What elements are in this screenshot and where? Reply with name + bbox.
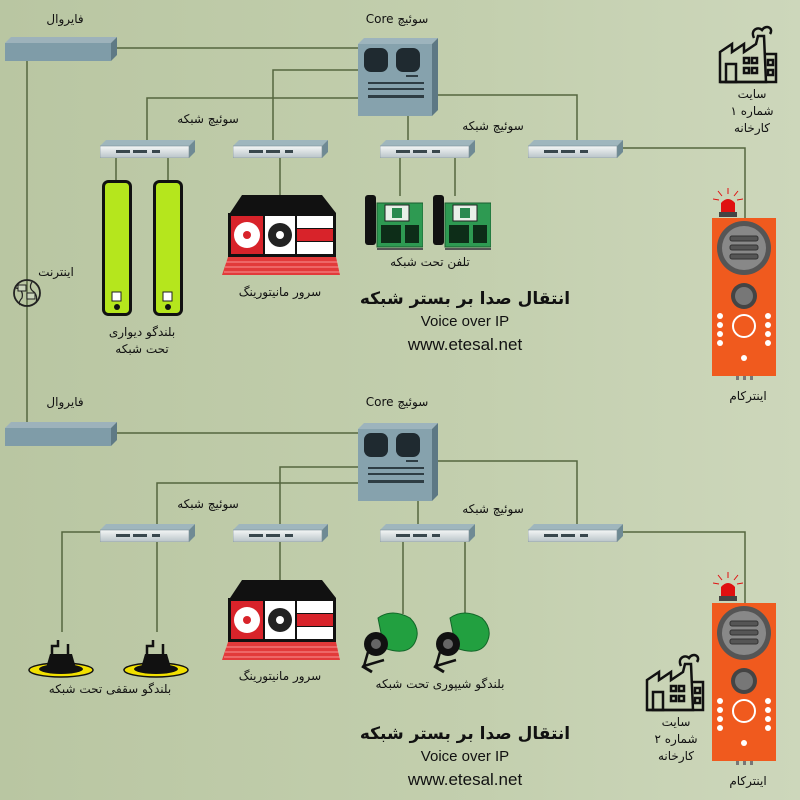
switch-label: سوئیچ شبکه [462, 119, 524, 133]
intercom-icon [712, 218, 776, 380]
monitoring-server-icon [222, 195, 341, 276]
site-label-line: شماره ۱ [730, 104, 774, 118]
monitoring-server-icon [222, 580, 341, 661]
website-url: www.etesal.net [407, 335, 523, 354]
title-persian: انتقال صدا بر بستر شبکه [359, 724, 571, 744]
firewall-label: فایروال [46, 12, 84, 26]
server-label: سرور مانیتورینگ [238, 669, 322, 683]
factory-icon [645, 653, 705, 712]
site-label-line: کارخانه [733, 121, 770, 135]
firewall-icon [5, 37, 117, 61]
ip-phone-icon [433, 195, 491, 250]
core-switch-label: سوئیچ Core [365, 395, 429, 409]
wall-speaker-icon [153, 180, 183, 316]
title-persian: انتقال صدا بر بستر شبکه [359, 289, 571, 309]
factory-icon [718, 25, 778, 84]
network-switch-icon [100, 523, 195, 542]
network-switch-icon [233, 523, 328, 542]
network-switch-icon [233, 139, 328, 158]
site-label-line: سایت [661, 715, 691, 729]
horn-speaker-icon [360, 612, 419, 674]
ceiling-speaker-label: بلندگو سقفی تحت شبکه [48, 682, 172, 696]
wall-speaker-label: بلندگو دیواری تحت شبکه [109, 324, 175, 358]
switch-label: سوئیچ شبکه [462, 502, 524, 516]
network-switch-icon [380, 139, 475, 158]
switch-label: سوئیچ شبکه [177, 112, 239, 126]
firewall-icon [5, 422, 117, 446]
title-english: Voice over IP [420, 313, 510, 330]
ceiling-speaker-icon [123, 638, 189, 678]
ip-phone-icon [365, 195, 423, 250]
wall-speaker-icon [102, 180, 132, 316]
intercom-icon [712, 603, 776, 765]
beacon-icon [713, 188, 743, 218]
beacon-icon [713, 572, 743, 602]
site-label-line: کارخانه [657, 749, 694, 763]
server-label: سرور مانیتورینگ [238, 285, 322, 299]
intercom-label: اینترکام [729, 774, 767, 788]
phone-label: تلفن تحت شبکه [390, 255, 470, 269]
website-url: www.etesal.net [407, 770, 523, 789]
horn-speaker-label: بلندگو شیپوری تحت شبکه [375, 677, 505, 691]
ceiling-speaker-icon [28, 638, 94, 678]
site-label: سایت شماره ۲ کارخانه [655, 714, 698, 765]
wall-speaker-label-line: بلندگو دیواری [108, 325, 176, 339]
firewall-label: فایروال [46, 395, 84, 409]
core-switch-icon [358, 423, 438, 501]
core-switch-label: سوئیچ Core [365, 12, 429, 26]
site-label-line: سایت [737, 87, 767, 101]
intercom-label: اینترکام [729, 389, 767, 403]
network-switch-icon [380, 523, 475, 542]
horn-speaker-icon [432, 612, 491, 674]
core-switch-icon [358, 38, 438, 116]
internet-label: اینترنت [38, 265, 74, 279]
network-switch-icon [528, 139, 623, 158]
switch-label: سوئیچ شبکه [177, 497, 239, 511]
network-switch-icon [528, 523, 623, 542]
network-switch-icon [100, 139, 195, 158]
title-english: Voice over IP [420, 748, 510, 765]
site-label-line: شماره ۲ [654, 732, 698, 746]
site-label: سایت شماره ۱ کارخانه [731, 86, 774, 137]
wall-speaker-label-line: تحت شبکه [115, 342, 169, 356]
connection-lines [26, 47, 746, 632]
